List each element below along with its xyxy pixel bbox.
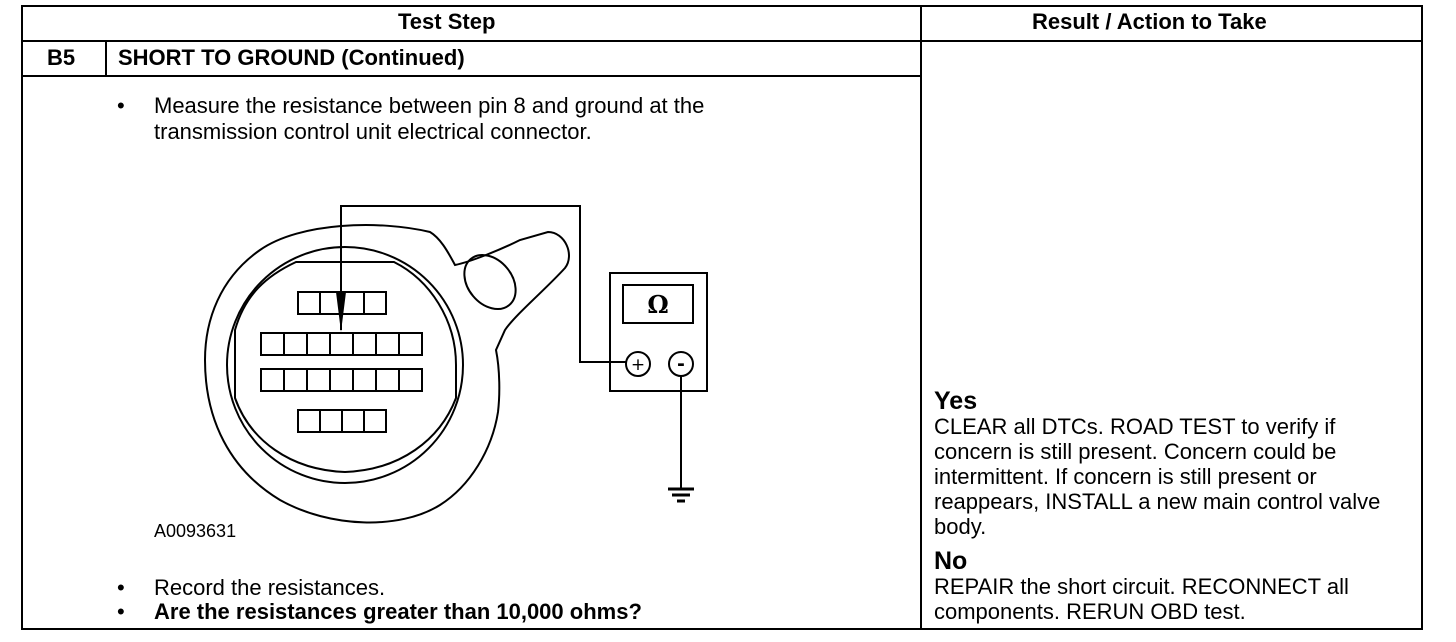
table-left-border [21,5,23,630]
bullet-1: • [117,93,125,118]
step-id-divider [105,40,107,77]
record-instruction: Record the resistances. [154,575,386,600]
table-bottom-border [21,628,1423,630]
positive-test-lead [340,205,627,363]
yes-label: Yes [934,387,978,415]
yes-action: CLEAR all DTCs. ROAD TEST to verify if c… [934,414,1381,539]
test-step-header: Test Step [398,9,496,34]
step-title: SHORT TO GROUND (Continued) [118,45,465,70]
probe-tip [336,292,346,332]
instruction-line-2: transmission control unit electrical con… [154,119,592,144]
column-divider [920,5,922,630]
resistance-question: Are the resistances greater than 10,000 … [154,599,642,624]
meter-minus-symbol: - [677,353,685,375]
bullet-3: • [117,599,125,624]
bullet-2: • [117,575,125,600]
connector-housing [203,224,570,524]
step-title-bottom-border [21,75,922,77]
ground-symbol-icon [668,487,694,503]
no-label: No [934,547,968,575]
table-top-border [21,5,1423,7]
connector-pins [260,291,423,433]
figure-id: A0093631 [154,521,237,541]
instruction-line-1: Measure the resistance between pin 8 and… [154,93,705,118]
step-id: B5 [47,45,76,70]
ohm-symbol: Ω [647,290,668,319]
connector-inner-face [226,246,464,484]
no-action: REPAIR the short circuit. RECONNECT all … [934,574,1349,624]
table-right-border [1421,5,1423,630]
meter-plus-symbol: + [631,355,645,375]
ohmmeter [609,272,708,392]
result-action-header: Result / Action to Take [1032,9,1267,34]
header-bottom-border [21,40,1423,42]
